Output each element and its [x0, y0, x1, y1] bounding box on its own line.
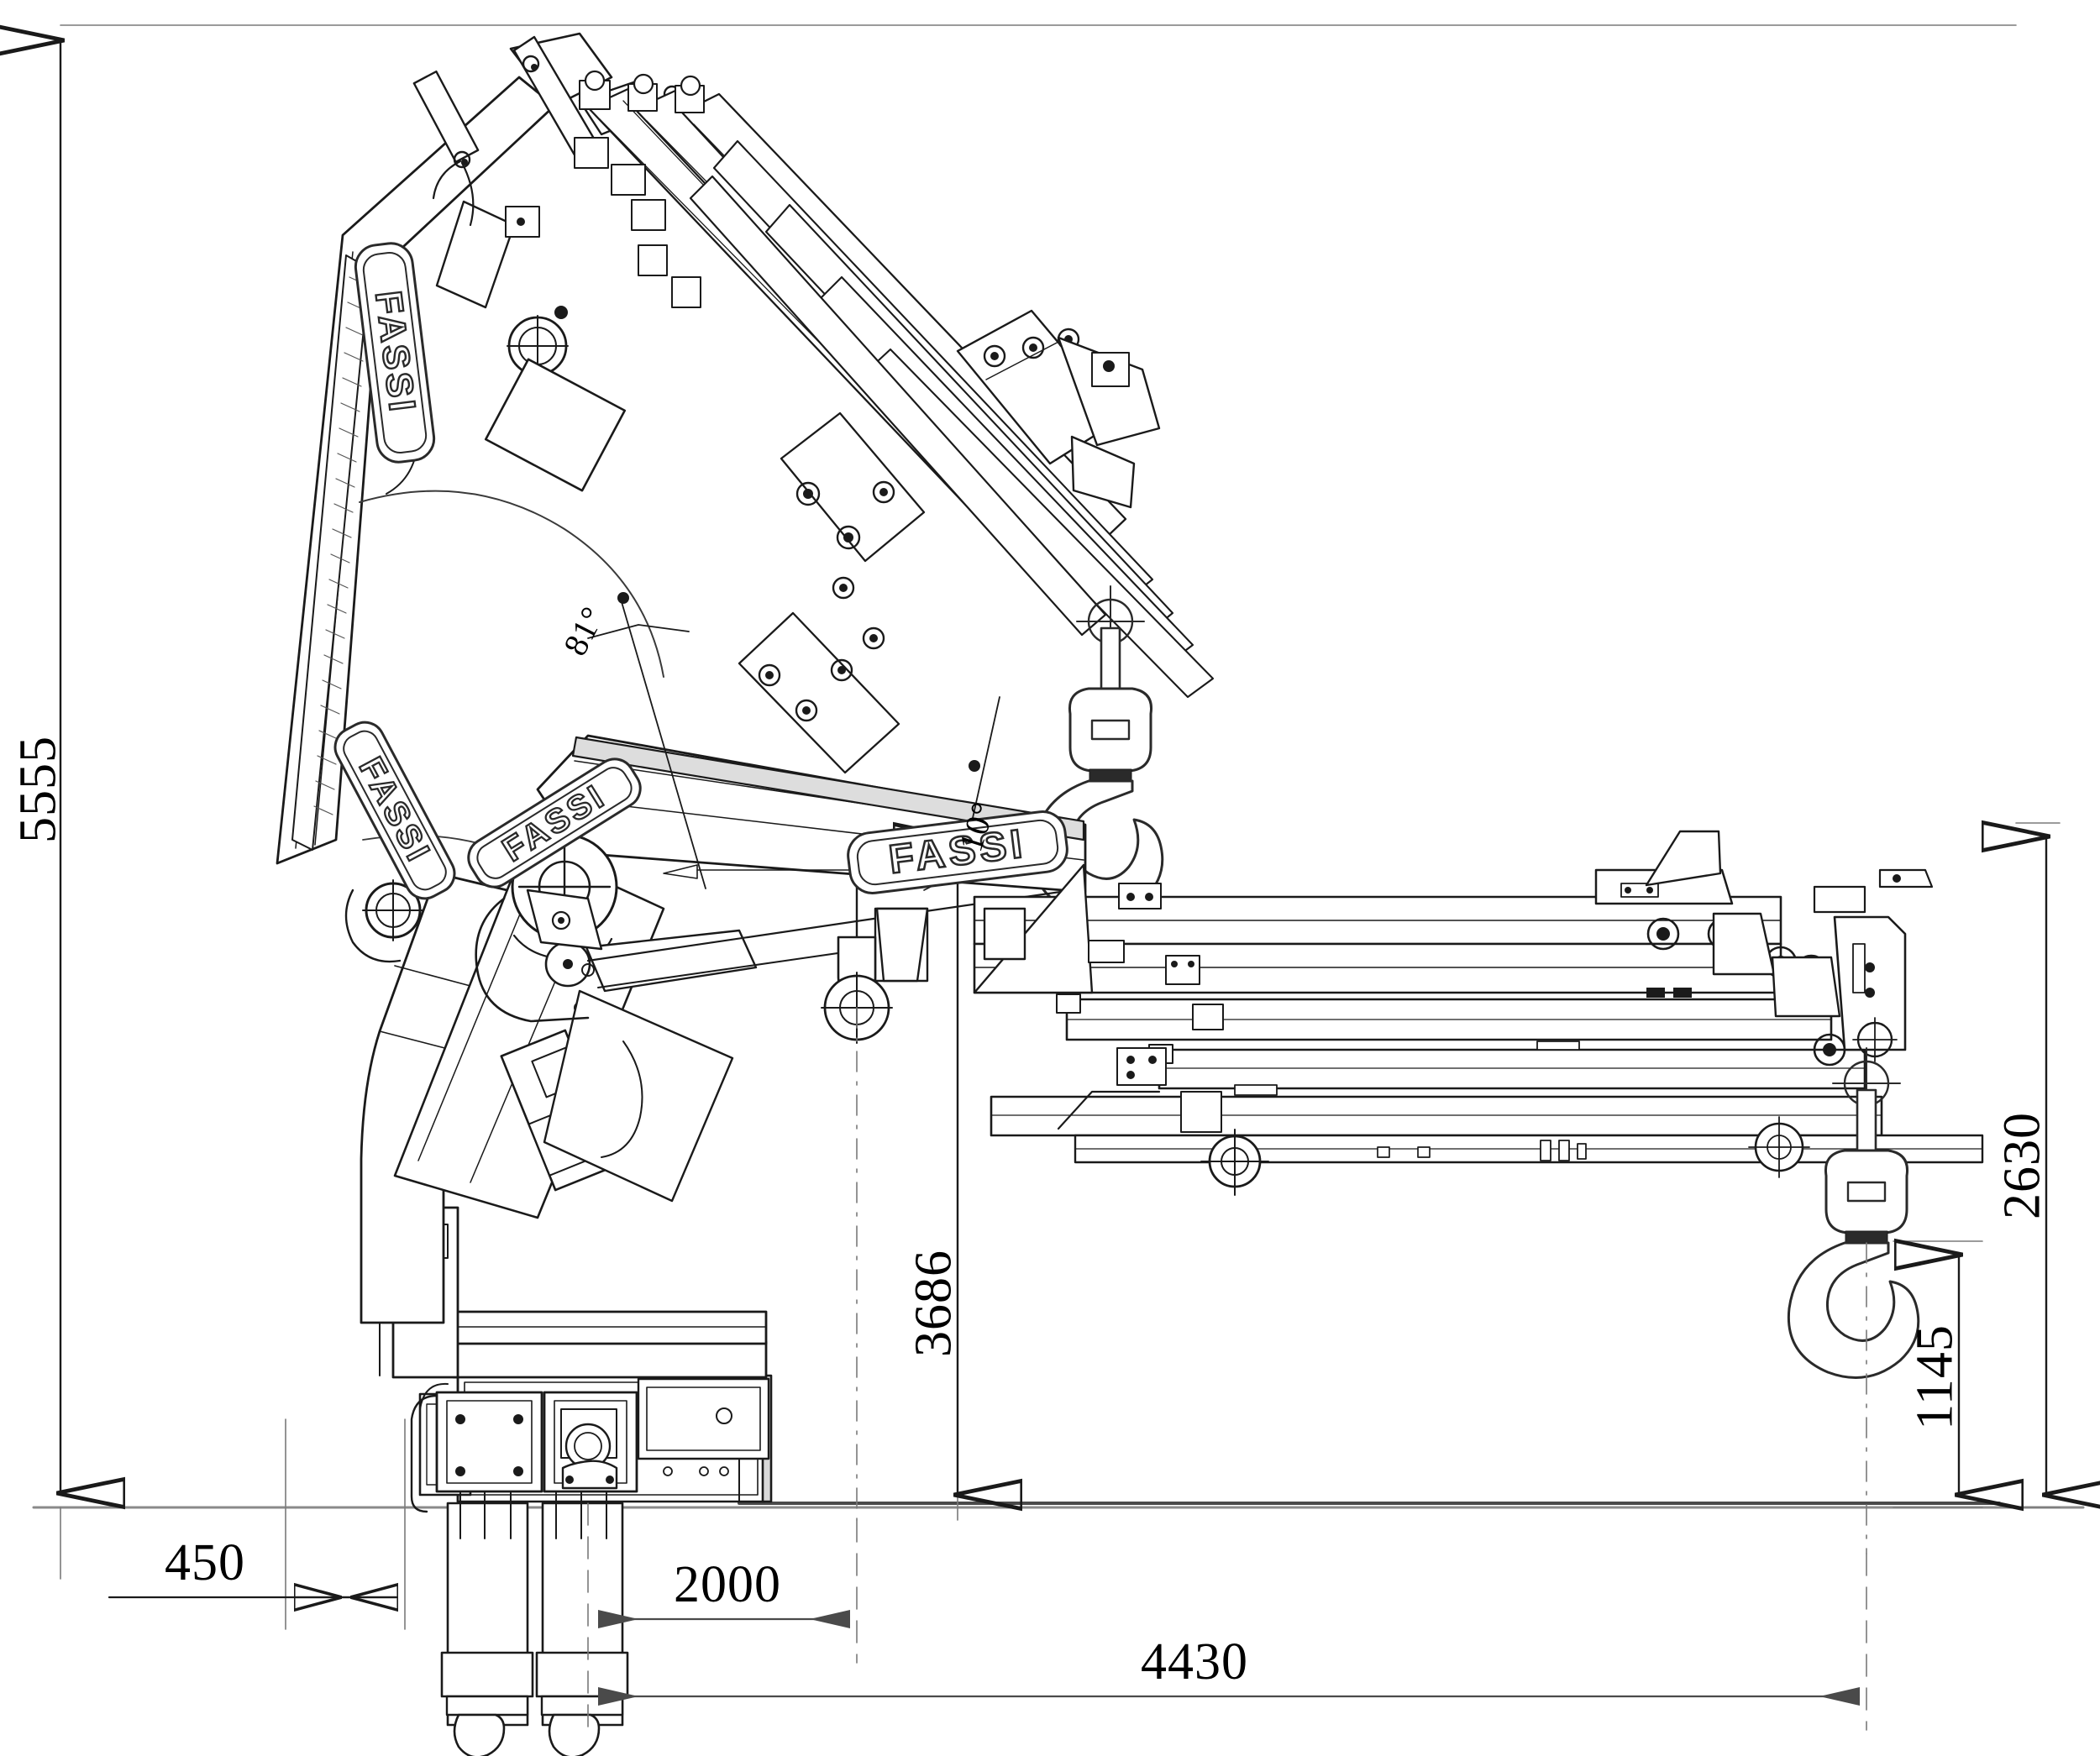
fassi-plate-outer-boom: FASSI — [847, 810, 1068, 894]
fassi-plate-knuckle-left: FASSI — [333, 721, 456, 900]
dimension-max-reach: 4430 — [1141, 1633, 1248, 1690]
dimension-inner-reach: 2000 — [674, 1556, 781, 1613]
dimension-outer-hook-height: 1145 — [1906, 1324, 1964, 1430]
fassi-plate-upper-mast: FASSI — [354, 242, 436, 464]
dimension-overall-height: 5555 — [9, 736, 67, 843]
dimension-inner-hook-height: 3686 — [905, 1250, 963, 1357]
dimension-base-offset: 450 — [165, 1534, 245, 1591]
dimension-boom-height-stowed: 2630 — [1993, 1112, 2051, 1219]
